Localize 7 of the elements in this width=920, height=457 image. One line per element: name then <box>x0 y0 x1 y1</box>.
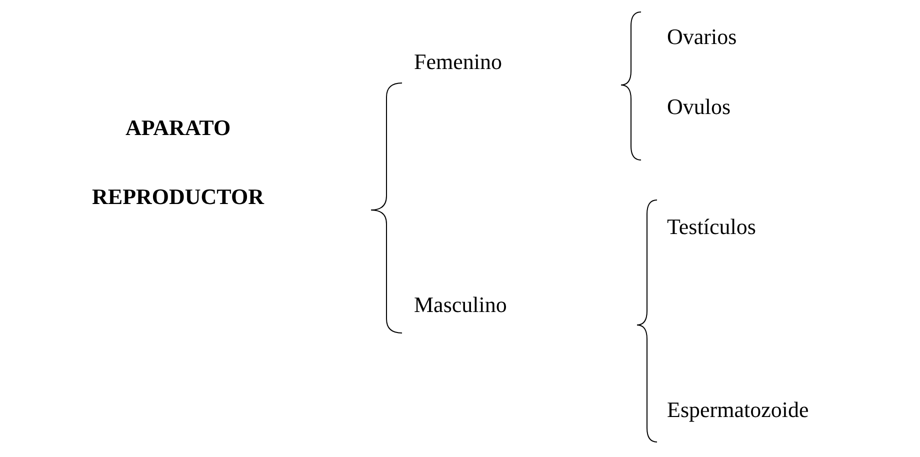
category-label: Ovarios <box>667 24 737 50</box>
category-label: Masculino <box>414 292 507 318</box>
heading-text: APARATO REPRODUCTOR <box>91 114 266 211</box>
category-label: Testículos <box>667 214 756 240</box>
category-label: Ovulos <box>667 94 731 120</box>
category-label: Femenino <box>414 49 502 75</box>
category-label: Espermatozoide <box>667 397 809 423</box>
